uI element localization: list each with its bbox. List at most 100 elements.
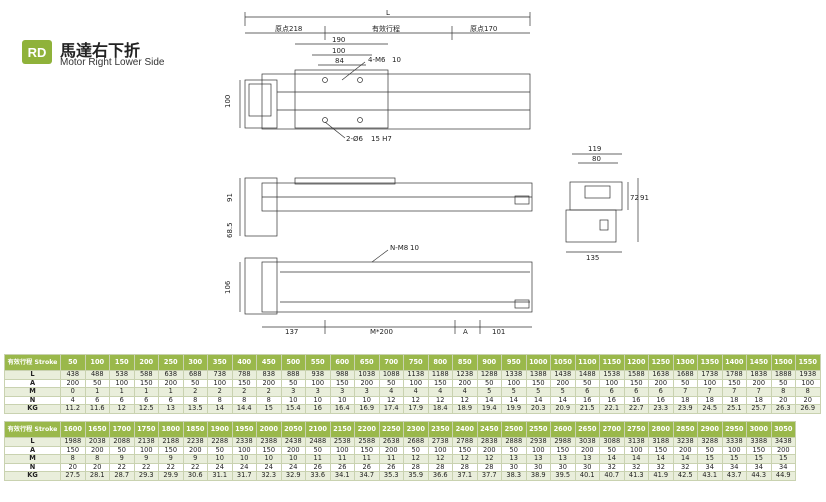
table-cell: 40.7 [599, 471, 625, 481]
table-cell: 2838 [476, 437, 502, 447]
stroke-header-cell: 1050 [550, 354, 576, 371]
stroke-header-cell: 1950 [231, 421, 257, 438]
dim-91-end: 91 [640, 194, 649, 202]
table-cell: 26.9 [795, 404, 821, 414]
table-cell: 18.4 [427, 404, 453, 414]
table-cell: 2338 [231, 437, 257, 447]
table-cell: 23.9 [672, 404, 698, 414]
table-cell: 16.4 [329, 404, 355, 414]
table-cell: 14 [599, 454, 625, 464]
table-cell: 1488 [574, 370, 600, 380]
table-cell: 1388 [525, 370, 551, 380]
table-cell: 2988 [550, 437, 576, 447]
stroke-header-cell: 50 [60, 354, 86, 371]
table-cell: 788 [231, 370, 257, 380]
dim-101: 101 [492, 328, 505, 336]
table-cell: 11.2 [60, 404, 86, 414]
table-cell: 2788 [452, 437, 478, 447]
stroke-header-cell: 950 [501, 354, 527, 371]
table-cell: 20.3 [525, 404, 551, 414]
table-cell: 13 [550, 454, 576, 464]
stroke-header-cell: 1250 [648, 354, 674, 371]
stroke-header-cell: 2550 [525, 421, 551, 438]
table-cell: 31.1 [207, 471, 233, 481]
table-cell: 9 [109, 454, 135, 464]
table-cell: 10 [231, 454, 257, 464]
stroke-header-cell: 2400 [452, 421, 478, 438]
table-cell: 14 [648, 454, 674, 464]
row-label: KG [4, 404, 61, 414]
table-cell: 36.6 [427, 471, 453, 481]
table-cell: 13 [501, 454, 527, 464]
table-cell: 688 [182, 370, 208, 380]
table-cell: 15 [721, 454, 747, 464]
stroke-header-cell: 1350 [697, 354, 723, 371]
stroke-header-cell: 550 [305, 354, 331, 371]
side-view [239, 177, 533, 237]
table-cell: 2688 [403, 437, 429, 447]
table-cell: 13.5 [182, 404, 208, 414]
table-cell: 13 [525, 454, 551, 464]
table-cell: 27.5 [60, 471, 86, 481]
table-cell: 738 [207, 370, 233, 380]
section-badge: RD [22, 40, 52, 64]
table-cell: 41.9 [648, 471, 674, 481]
table-cell: 2 [231, 387, 257, 397]
table-cell: 33.6 [305, 471, 331, 481]
stroke-header-cell: 300 [182, 354, 208, 371]
stroke-header-cell: 400 [231, 354, 257, 371]
table-cell: 29.9 [158, 471, 184, 481]
table-cell: 15 [256, 404, 282, 414]
table-cell: 888 [280, 370, 306, 380]
table-cell: 1038 [354, 370, 380, 380]
table-cell: 10 [207, 454, 233, 464]
table-cell: 0 [60, 387, 86, 397]
table-cell: 9 [158, 454, 184, 464]
table-cell: 7 [672, 387, 698, 397]
stroke-header-cell: 2950 [721, 421, 747, 438]
stroke-header-cell: 1750 [133, 421, 159, 438]
table-cell: 43.7 [721, 471, 747, 481]
table-cell: 28.7 [109, 471, 135, 481]
table-cell: 1088 [378, 370, 404, 380]
dim-L: L [386, 9, 390, 17]
table-cell: 15 [697, 454, 723, 464]
table-cell: 1288 [476, 370, 502, 380]
table-cell: 3138 [623, 437, 649, 447]
stroke-header-cell: 1650 [84, 421, 110, 438]
table-cell: 37.1 [452, 471, 478, 481]
table-cell: 6 [648, 387, 674, 397]
table-cell: 1588 [623, 370, 649, 380]
table-cell: 13 [574, 454, 600, 464]
table-cell: 3438 [770, 437, 796, 447]
dim-height-100: 100 [224, 95, 232, 108]
stroke-header-cell: 1200 [623, 354, 649, 371]
table-cell: 1138 [403, 370, 429, 380]
table-cell: 10 [256, 454, 282, 464]
table-cell: 17.9 [403, 404, 429, 414]
dim-pitch: M*200 [370, 328, 393, 336]
stroke-header-cell: 750 [403, 354, 429, 371]
top-view [239, 12, 531, 139]
table-cell: 6 [574, 387, 600, 397]
stroke-header-cell: 2850 [672, 421, 698, 438]
table-cell: 7 [746, 387, 772, 397]
table-cell: 2388 [256, 437, 282, 447]
table-cell: 2188 [158, 437, 184, 447]
table-cell: 8 [770, 387, 796, 397]
table-cell: 638 [158, 370, 184, 380]
table-cell: 31.7 [231, 471, 257, 481]
table-cell: 1688 [672, 370, 698, 380]
stroke-header-cell: 2050 [280, 421, 306, 438]
table-cell: 32.3 [256, 471, 282, 481]
table-cell: 3238 [672, 437, 698, 447]
n-note: N-M8 [390, 244, 408, 252]
n-depth: 10 [410, 244, 419, 252]
table-cell: 1338 [501, 370, 527, 380]
stroke-header-label: 有效行程 Stroke [4, 354, 61, 371]
